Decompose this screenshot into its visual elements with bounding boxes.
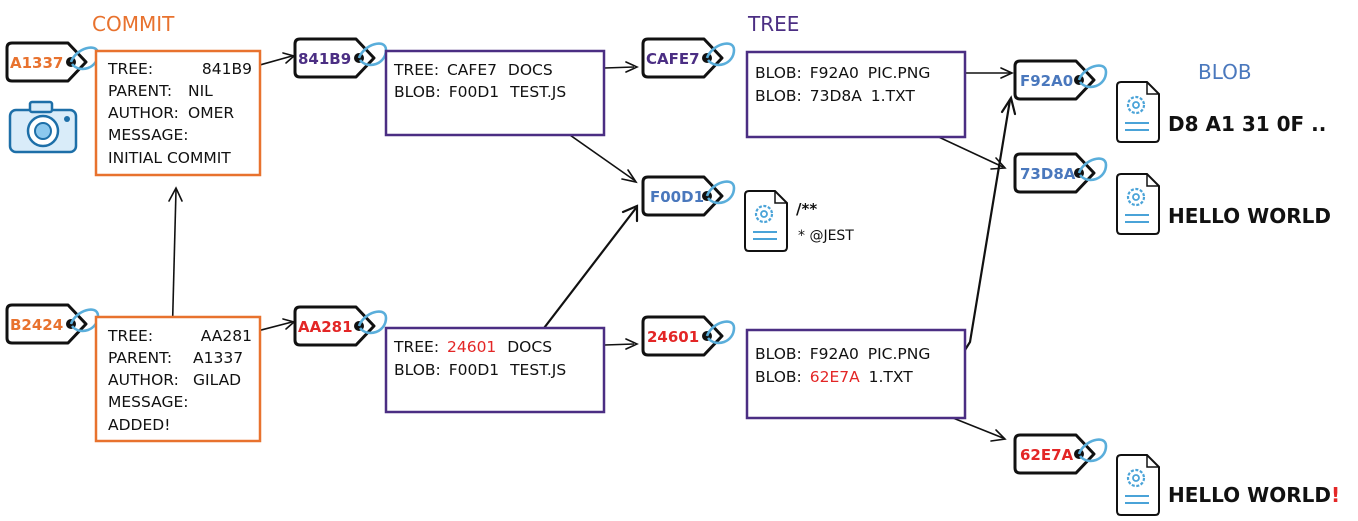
- tree-entry: BLOB: 73D8A 1.TXT: [755, 87, 915, 105]
- commit-line-value: GILAD: [193, 371, 241, 389]
- tree-tag: 24601: [641, 315, 736, 357]
- blob-hash: F00D1: [650, 188, 704, 206]
- arrowhead: [1000, 95, 1017, 116]
- file-gear-icon: [1116, 454, 1160, 516]
- commit-tag: A1337: [5, 41, 100, 83]
- tree-entry: BLOB: F00D1 TEST.JS: [394, 83, 566, 101]
- tree-hash: AA281: [298, 318, 353, 336]
- blob-content: HELLO WORLD: [1168, 204, 1331, 228]
- tree-box: [384, 326, 606, 414]
- tree-hash: 841B9: [298, 50, 351, 68]
- commit-hash: A1337: [10, 54, 63, 72]
- tree-box: [745, 50, 967, 139]
- blob-header: BLOB: [1198, 60, 1252, 84]
- commit-line-label: MESSAGE:: [108, 393, 189, 411]
- arrowhead: [621, 204, 639, 223]
- tree-tag: AA281: [293, 305, 388, 347]
- commit-line-value: 841B9: [202, 60, 252, 78]
- tree-tag: 841B9: [293, 37, 388, 79]
- arrowhead: [621, 169, 638, 184]
- tree-node-841b9[interactable]: 841B9 TREE: CAFE7 DOCS BLOB: F00D1 TEST.…: [293, 37, 606, 137]
- commit-line-label: MESSAGE:: [108, 126, 189, 144]
- blob-content: D8 A1 31 0F ..: [1168, 112, 1326, 136]
- commit-box: [94, 49, 262, 177]
- blob-node-62e7a[interactable]: 62E7A HELLO WORLD!: [1013, 433, 1340, 516]
- edge-docs2-pic: [964, 99, 1012, 351]
- blob-tag: 62E7A: [1013, 433, 1108, 475]
- tree-node-aa281[interactable]: AA281 TREE: 24601 DOCS BLOB: F00D1 TEST.…: [293, 305, 606, 414]
- commit-box: [94, 315, 262, 443]
- tree-box: [745, 328, 967, 420]
- blob-node-f92a0[interactable]: F92A0 D8 A1 31 0F ..: [1013, 59, 1326, 143]
- commit-header: COMMIT: [92, 12, 175, 36]
- tree-entry: TREE: CAFE7 DOCS: [393, 61, 553, 79]
- commit-line-value: AA281: [201, 327, 252, 345]
- arrowhead: [990, 429, 1007, 442]
- tree-node-24601[interactable]: 24601 BLOB: F92A0 PIC.PNG BLOB: 62E7A 1.…: [641, 315, 967, 420]
- tree-entry: BLOB: F92A0 PIC.PNG: [755, 64, 930, 82]
- arrowhead: [625, 338, 639, 350]
- tree-entry: TREE: 24601 DOCS: [393, 338, 552, 356]
- commit-line-label: INITIAL COMMIT: [108, 149, 231, 167]
- tree-entry: BLOB: F92A0 PIC.PNG: [755, 345, 930, 363]
- blob-tag: F00D1: [641, 175, 736, 217]
- tree-header: TREE: [747, 12, 799, 36]
- tree-box: [384, 49, 606, 137]
- blob-hash: 62E7A: [1020, 446, 1074, 464]
- file-gear-icon: [1116, 81, 1160, 143]
- commit-tag: B2424: [5, 303, 100, 345]
- blob-hash: F92A0: [1020, 72, 1073, 90]
- blob-node-f00d1[interactable]: F00D1 /** * @JEST: [641, 175, 854, 252]
- commit-line-label: AUTHOR:: [108, 104, 179, 122]
- commit-line-label: PARENT:: [108, 82, 172, 100]
- tree-entry: BLOB: F00D1 TEST.JS: [394, 361, 566, 379]
- arrowhead: [625, 61, 639, 73]
- commit-line-label: AUTHOR:: [108, 371, 179, 389]
- commit-line-value: OMER: [188, 104, 234, 122]
- tree-node-cafe7[interactable]: CAFE7 BLOB: F92A0 PIC.PNG BLOB: 73D8A 1.…: [641, 37, 967, 139]
- tree-entry: BLOB: 62E7A 1.TXT: [755, 368, 913, 386]
- blob-tag: F92A0: [1013, 59, 1108, 101]
- commit-hash: B2424: [10, 316, 63, 334]
- commit-line-label: ADDED!: [108, 416, 170, 434]
- tree-hash: CAFE7: [646, 50, 700, 68]
- tree-hash: 24601: [647, 328, 699, 346]
- tree-tag: CAFE7: [641, 37, 736, 79]
- arrowhead: [1000, 67, 1014, 79]
- blob-hash: 73D8A: [1020, 165, 1076, 183]
- blob-content: * @JEST: [798, 228, 854, 244]
- file-gear-icon: [744, 190, 788, 252]
- arrowhead: [168, 186, 183, 202]
- blob-node-73d8a[interactable]: 73D8A HELLO WORLD: [1013, 152, 1331, 235]
- blob-content: HELLO WORLD!: [1168, 483, 1340, 507]
- file-gear-icon: [1116, 173, 1160, 235]
- commit-line-label: TREE:: [107, 60, 153, 78]
- blob-tag: 73D8A: [1013, 152, 1108, 194]
- commit-node-1[interactable]: A1337 TREE: 841B9 PARENT: NIL AUTHOR: OM…: [5, 41, 262, 177]
- commit-node-2[interactable]: B2424 TREE: AA281 PARENT: A1337 AUTHOR: …: [5, 303, 262, 443]
- commit-line-value: A1337: [193, 349, 243, 367]
- commit-line-label: TREE:: [107, 327, 153, 345]
- blob-content: /**: [796, 200, 817, 218]
- commit-line-value: NIL: [188, 82, 213, 100]
- commit-line-label: PARENT:: [108, 349, 172, 367]
- camera-icon: [8, 100, 78, 154]
